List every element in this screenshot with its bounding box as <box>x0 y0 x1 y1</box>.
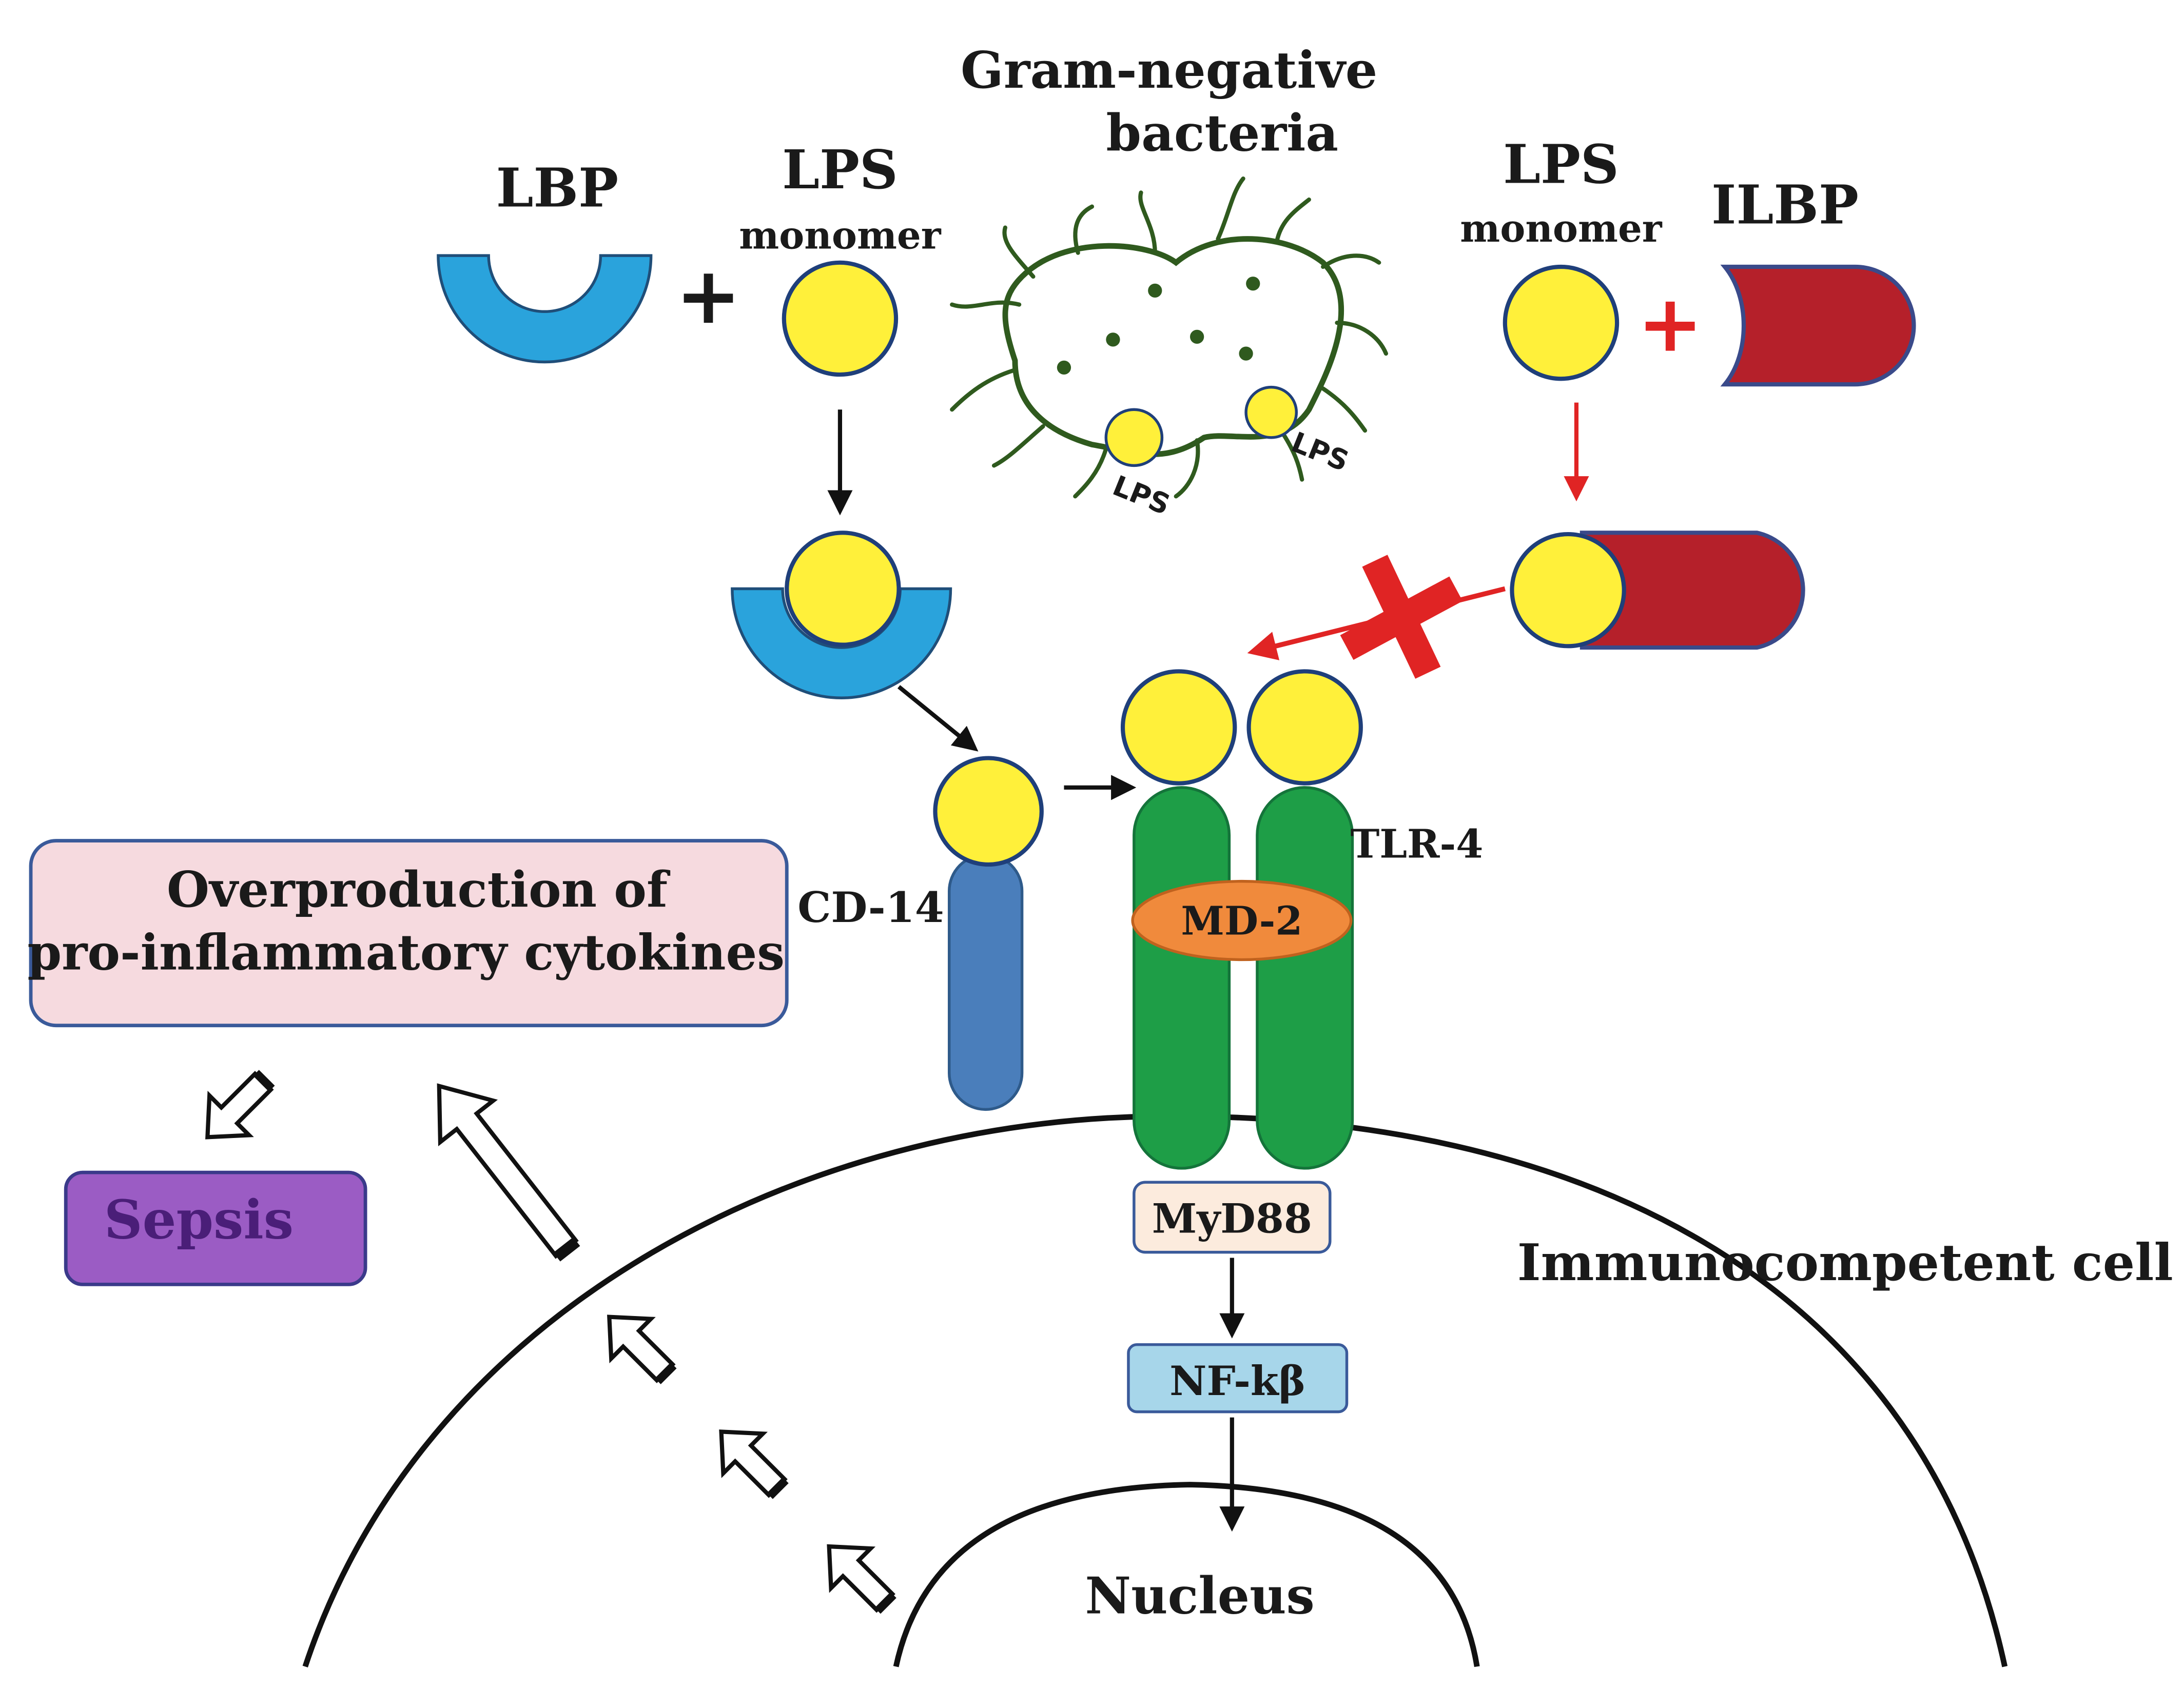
sepsis-box <box>64 1170 367 1286</box>
lbp-protein <box>437 254 653 364</box>
tlr4-lps-left <box>1120 669 1237 786</box>
lps-left-label: LPS <box>782 139 898 201</box>
ilbp-lps-complex-ilbp <box>1580 531 1805 650</box>
nfkb-box <box>1127 1343 1349 1414</box>
cd14-receptor <box>947 853 1024 1111</box>
lps-surface-2 <box>1244 385 1298 439</box>
cd14-lps <box>933 756 1044 867</box>
hollow-arrow-3 <box>827 1544 896 1614</box>
cytokine-label-line2: pro-inflammatory cytokines <box>27 924 785 982</box>
monomer-right-label: monomer <box>1460 207 1663 251</box>
tlr4-receptor-right <box>1256 786 1354 1170</box>
monomer-left-label: monomer <box>739 214 942 258</box>
lbp-lps-complex-lbp <box>731 587 952 699</box>
gram-negative-label: Gram-negative <box>961 41 1377 100</box>
lps-surface-label-1: LPS <box>1108 469 1175 521</box>
nucleus-label: Nucleus <box>1085 1567 1314 1626</box>
nucleus-membrane <box>893 1482 1480 1668</box>
ilbp-lps-complex-lps <box>1510 532 1626 649</box>
immunocompetent-cell-label: Immunocompetent cell <box>1517 1233 2173 1292</box>
lbp-lps-complex-lps <box>785 531 901 647</box>
hollow-arrow-2 <box>719 1429 789 1499</box>
cytokine-box <box>29 839 789 1028</box>
lps-surface-1 <box>1104 408 1164 467</box>
cd14-label: CD-14 <box>797 883 944 932</box>
nfkb-label: NF-kβ <box>1169 1357 1305 1405</box>
ilbp-protein <box>1720 264 1916 387</box>
md2-label: MD-2 <box>1181 898 1302 944</box>
lps-right-label: LPS <box>1503 133 1619 195</box>
ilbp-label: ILBP <box>1711 174 1859 236</box>
lps-surface-label-2: LPS <box>1287 425 1354 478</box>
hollow-arrow-1 <box>607 1315 677 1384</box>
myd88-box <box>1133 1181 1332 1254</box>
hollow-arrow-cell-to-cytokine <box>437 1083 580 1262</box>
lps-monomer-left <box>782 260 899 377</box>
bacteria-label: bacteria <box>1106 104 1338 163</box>
inhibition-cross-icon <box>1340 555 1463 679</box>
plus-sign-left: + <box>675 250 741 342</box>
tlr4-label: TLR-4 <box>1351 821 1484 867</box>
myd88-label: MyD88 <box>1152 1194 1312 1242</box>
md2-protein <box>1131 879 1353 962</box>
sepsis-label: Sepsis <box>104 1189 294 1251</box>
arrow-complex-to-cd14 <box>897 685 979 752</box>
tlr4-receptor-left <box>1133 786 1231 1170</box>
lbp-label: LBP <box>496 158 618 220</box>
hollow-arrow-cytokine-to-sepsis <box>205 1070 275 1140</box>
plus-sign-right: + <box>1637 279 1703 370</box>
lps-monomer-right <box>1503 264 1620 381</box>
tlr4-lps-right <box>1246 669 1363 786</box>
cytokine-label-line1: Overproduction of <box>167 860 671 918</box>
